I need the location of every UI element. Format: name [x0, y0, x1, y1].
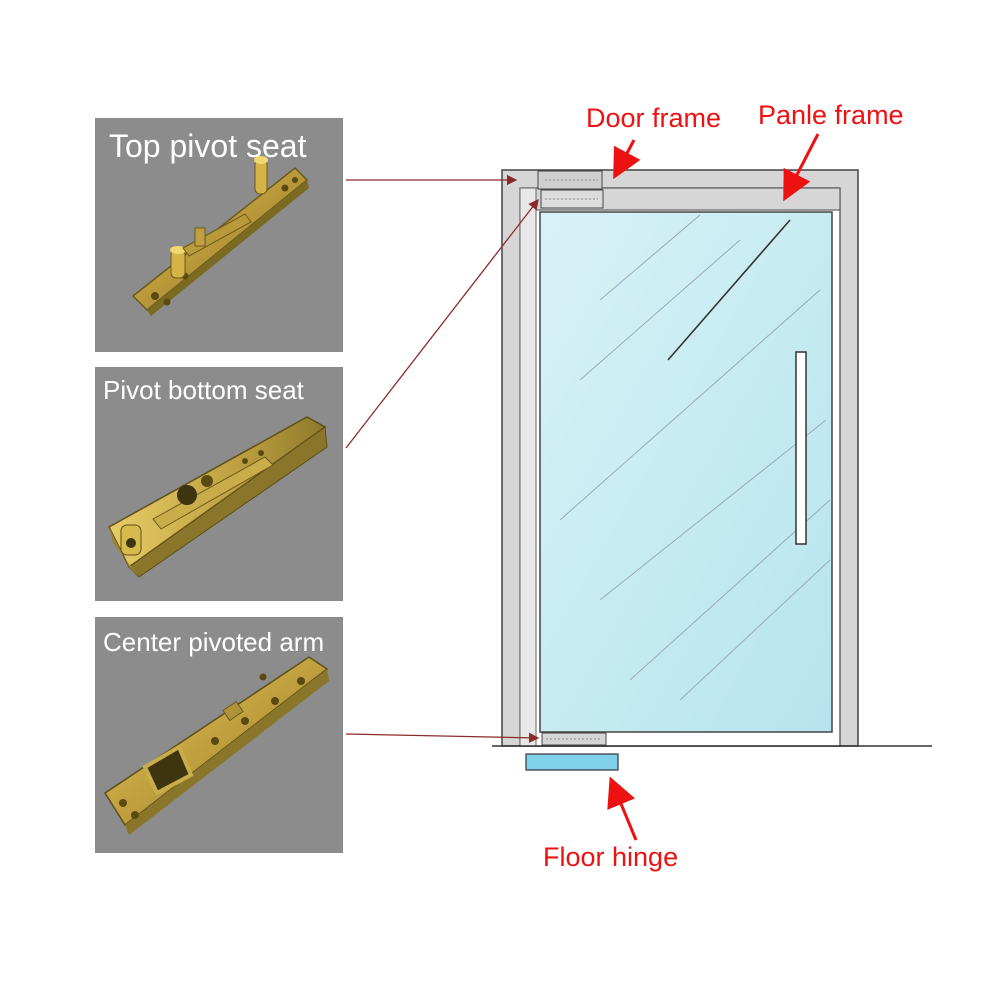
panel-top-pivot-seat: Top pivot seat — [95, 118, 343, 352]
panel-title: Pivot bottom seat — [103, 375, 304, 405]
panel-title: Center pivoted arm — [103, 627, 325, 657]
leader-line-bottom — [345, 732, 540, 744]
glass-panel — [539, 211, 833, 733]
bottom-pivot-block — [541, 732, 607, 746]
panel-title: Top pivot seat — [109, 128, 307, 164]
floor-hinge-label: Floor hinge — [543, 842, 679, 872]
panel-frame — [519, 187, 841, 747]
panel-pivot-bottom-seat: Pivot bottom seat — [95, 367, 343, 601]
floor-hinge — [525, 753, 619, 771]
door-frame-arrow — [613, 139, 641, 180]
center-pivoted-arm-photo — [103, 656, 329, 835]
panel-center-pivoted-arm: Center pivoted arm — [95, 617, 343, 853]
top-pivot-seat-photo — [131, 156, 309, 316]
door-handle — [795, 351, 807, 545]
top-pivot-block — [537, 170, 604, 209]
leader-line-middle — [345, 198, 539, 449]
floor-hinge-arrow — [607, 776, 638, 841]
panel-frame-label: Panle frame — [758, 100, 904, 130]
door-frame-label: Door frame — [586, 103, 722, 133]
pivot-bottom-seat-photo — [108, 416, 328, 578]
panel-frame-arrow — [783, 133, 820, 202]
